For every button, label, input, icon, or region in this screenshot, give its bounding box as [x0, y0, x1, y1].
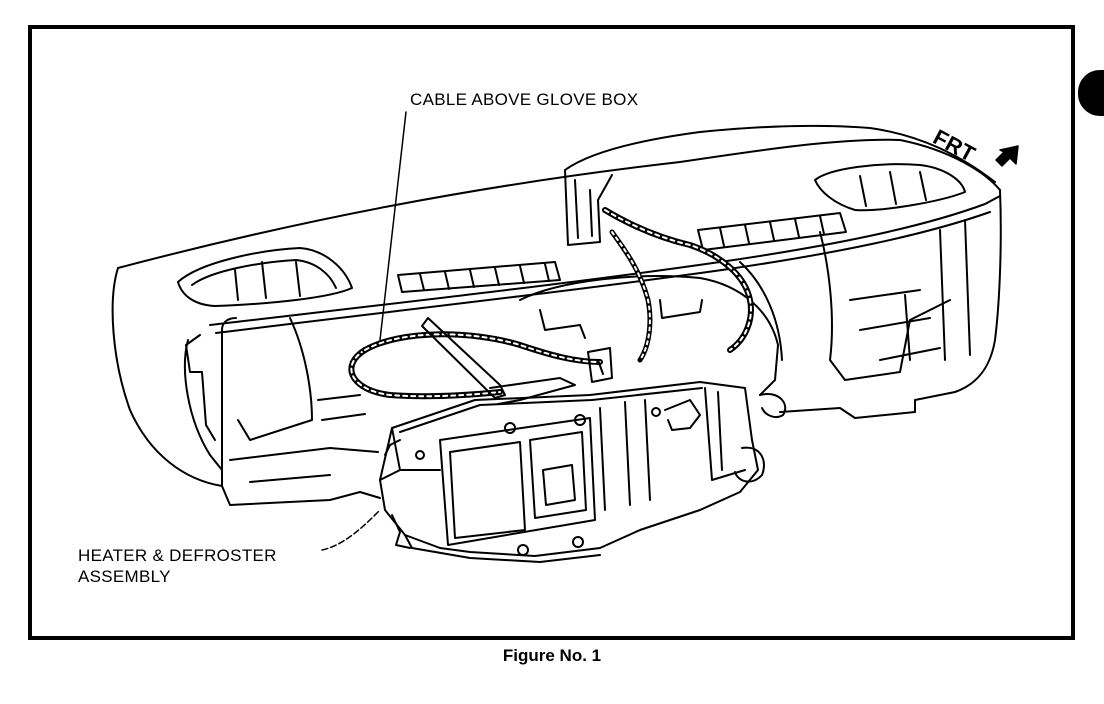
page-edge-tab [1078, 70, 1104, 116]
center-column-inner [574, 179, 593, 239]
heater-box-bottom [404, 534, 601, 563]
center-duct-lip [539, 299, 703, 339]
heater-leader-line [321, 509, 381, 551]
right-vent-opening [814, 163, 966, 212]
heater-bolt [415, 450, 425, 460]
center-left-vent [397, 261, 561, 293]
heater-hose-connector-2 [759, 393, 787, 418]
heater-bolt [572, 536, 584, 548]
dashboard-left-cap-bracket [185, 334, 216, 441]
dashboard-left-cap [183, 339, 223, 471]
center-right-vent-louvers [719, 215, 825, 247]
cable-top-run-inner [364, 333, 601, 363]
dashboard-rear-rim [209, 195, 1001, 326]
left-internal-floor [229, 447, 379, 461]
cable-drop [609, 229, 653, 363]
heater-label: HEATER & DEFROSTER ASSEMBLY [78, 545, 277, 587]
control-lever-link [489, 377, 576, 405]
front-direction-arrow [995, 145, 1019, 167]
cable-connector [587, 347, 613, 383]
center-duct-housing [519, 275, 779, 396]
figure-frame [28, 25, 1075, 640]
dashboard-bottom-edge [221, 485, 381, 506]
center-duct-right [739, 261, 783, 361]
heater-box-slot [542, 464, 576, 506]
figure-caption: Figure No. 1 [502, 646, 602, 665]
left-vent-inner [191, 259, 337, 289]
heater-hose-connector [734, 446, 765, 483]
left-internal-ribs [249, 394, 366, 483]
dashboard-left-end [111, 267, 223, 487]
left-vent-opening [177, 247, 353, 307]
cable-connector-pin [597, 359, 604, 375]
cable-leader-line [379, 111, 407, 341]
left-vent-shaft [234, 261, 301, 301]
dashboard-top-edge [117, 138, 1001, 269]
heater-mount-ear [391, 514, 411, 549]
dashboard-right-lower [779, 391, 956, 419]
heater-label-line1: HEATER & DEFROSTER [78, 546, 277, 565]
cable-rise-inner [604, 209, 752, 351]
center-right-vent [697, 212, 847, 251]
cable-loop [348, 347, 503, 400]
heater-box-flange [599, 399, 651, 511]
arrow-icon [995, 145, 1019, 167]
heater-label-line2: ASSEMBLY [78, 567, 171, 586]
heater-mount-ear-2 [384, 439, 401, 456]
heater-box-front-face [439, 417, 596, 546]
left-internal-duct [237, 317, 313, 441]
dashboard-lower-left-edge [221, 317, 237, 487]
dashboard-upper-crown [564, 124, 996, 183]
center-column [564, 169, 613, 246]
cable-loop-inner [350, 349, 501, 398]
heater-box-outline [379, 381, 759, 557]
dashboard-right-end [954, 189, 1002, 393]
heater-box-front-panel-inner [529, 431, 587, 519]
right-internal-wall [939, 219, 971, 361]
heater-box-side-face [379, 427, 441, 481]
cable-drop-inner [611, 231, 651, 361]
control-lever [421, 317, 506, 399]
right-internal-duct [819, 231, 951, 381]
heater-box-right-face [704, 387, 746, 481]
heater-clip [664, 399, 701, 431]
right-internal-ribs [849, 289, 941, 361]
heater-box-top [399, 387, 703, 433]
heater-bolt [517, 544, 529, 556]
heater-bolt [651, 407, 661, 417]
right-vent-inner [859, 171, 927, 207]
cable-rise [602, 207, 754, 353]
heater-box-front-panel [449, 441, 526, 539]
heater-bolt [504, 422, 516, 434]
heater-bolt [574, 414, 586, 426]
cable-label: CABLE ABOVE GLOVE BOX [410, 90, 639, 109]
dashboard-rear-rim-inner [215, 211, 991, 334]
center-left-vent-louvers [419, 263, 550, 291]
